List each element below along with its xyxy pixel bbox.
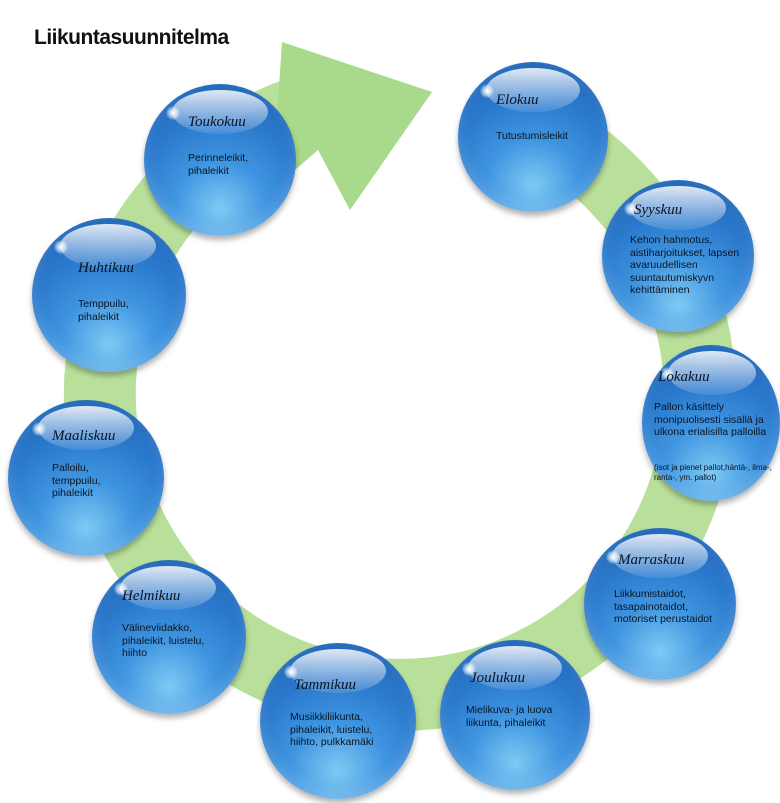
month-name: Huhtikuu — [78, 260, 134, 276]
page-title: Liikuntasuunnitelma — [34, 26, 229, 49]
month-note: (isot ja pienet pallot,häntä-, ilma-, ra… — [654, 463, 772, 482]
month-name: Lokakuu — [658, 369, 710, 385]
month-bubble-helmikuu: Helmikuu Välineviidakko, pihaleikit, lui… — [92, 560, 246, 714]
month-activities: Mielikuva- ja luova liikunta, pihaleikit — [466, 704, 553, 729]
month-activities: Musiikkiliikunta, pihaleikit, luistelu, … — [290, 711, 374, 748]
month-name: Tammikuu — [294, 677, 356, 693]
month-name: Toukokuu — [188, 114, 246, 130]
month-bubble-syyskuu: Syyskuu Kehon hahmotus, aistiharjoitukse… — [602, 180, 754, 332]
month-name: Joulukuu — [470, 670, 525, 686]
month-activities: Perinneleikit, pihaleikit — [188, 152, 249, 177]
month-activities: Tutustumisleikit — [496, 130, 568, 142]
month-name: Helmikuu — [122, 588, 181, 604]
month-activities: Pallon käsittely monipuolisesti sisällä … — [654, 401, 767, 438]
month-bubble-lokakuu: Lokakuu Pallon käsittely monipuolisesti … — [642, 345, 780, 501]
month-bubble-toukokuu: Toukokuu Perinneleikit, pihaleikit — [144, 84, 296, 236]
month-name: Elokuu — [496, 92, 539, 108]
month-bubble-maaliskuu: Maaliskuu Palloilu, temppuilu, pihaleiki… — [8, 400, 164, 556]
month-bubble-huhtikuu: Huhtikuu Temppuilu, pihaleikit — [32, 218, 186, 372]
month-activities: Kehon hahmotus, aistiharjoitukset, lapse… — [630, 234, 740, 296]
month-activities: Palloilu, temppuilu, pihaleikit — [52, 462, 101, 499]
month-bubble-joulukuu: Joulukuu Mielikuva- ja luova liikunta, p… — [440, 640, 590, 790]
month-activities: Välineviidakko, pihaleikit, luistelu, hi… — [122, 622, 205, 659]
month-name: Syyskuu — [634, 202, 683, 218]
month-bubble-marraskuu: Marraskuu Liikkumistaidot, tasapainotaid… — [584, 528, 736, 680]
month-name: Maaliskuu — [52, 428, 116, 444]
cycle-arrow-head — [272, 42, 432, 210]
month-activities: Temppuilu, pihaleikit — [78, 298, 129, 323]
month-name: Marraskuu — [618, 552, 685, 568]
month-activities: Liikkumistaidot, tasapainotaidot, motori… — [614, 588, 713, 625]
month-bubble-tammikuu: Tammikuu Musiikkiliikunta, pihaleikit, l… — [260, 643, 416, 799]
month-bubble-elokuu: Elokuu Tutustumisleikit — [458, 62, 608, 212]
